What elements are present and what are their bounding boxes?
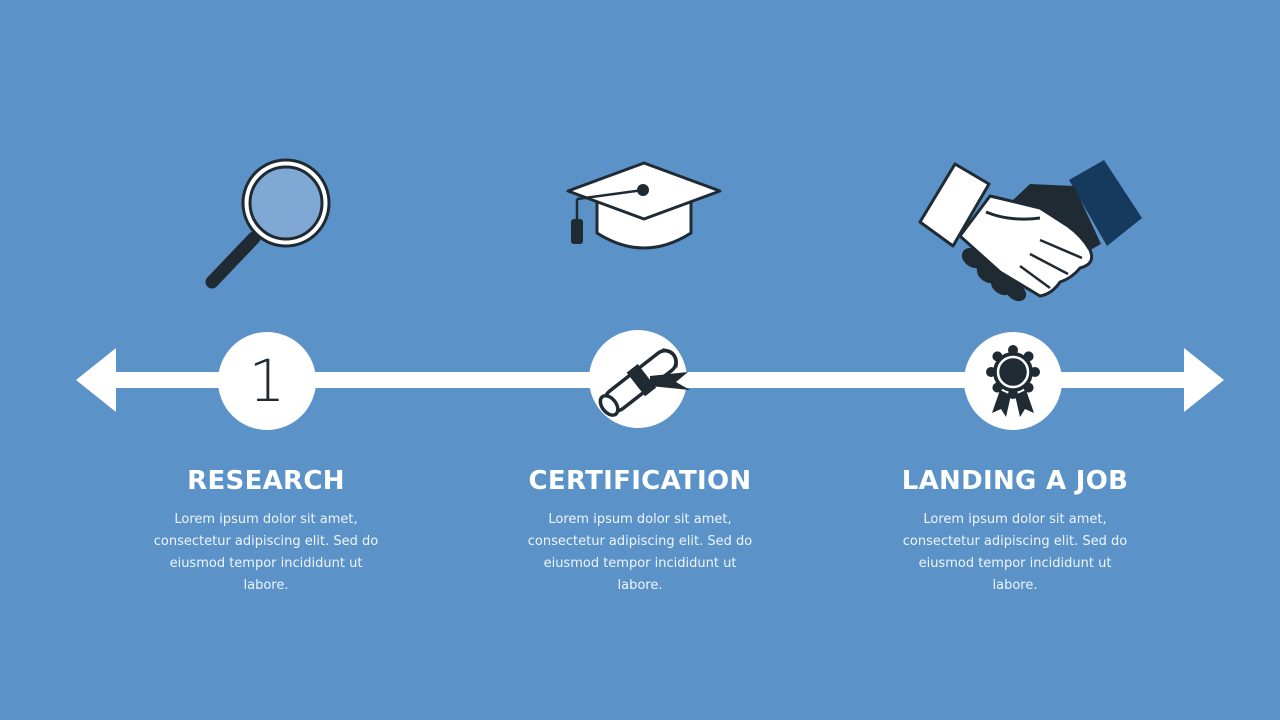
handshake-icon — [918, 160, 1142, 302]
right-arrowhead-icon — [1184, 348, 1224, 412]
timeline-node-1 — [218, 332, 316, 430]
step-1-description: Lorem ipsum dolor sit amet, consectetur … — [153, 512, 379, 593]
award-ribbon-icon — [986, 345, 1040, 417]
magnifying-glass-icon — [205, 158, 331, 289]
step-3-title: LANDING A JOB — [901, 466, 1129, 496]
step-2-title: CERTIFICATION — [528, 466, 752, 496]
graduation-cap-icon — [566, 161, 722, 250]
diploma-scroll-icon — [598, 348, 690, 417]
step-1-number: 1 — [248, 347, 286, 415]
step-3-description: Lorem ipsum dolor sit amet, consectetur … — [902, 512, 1128, 593]
left-arrowhead-icon — [76, 348, 116, 412]
step-2-description: Lorem ipsum dolor sit amet, consectetur … — [527, 512, 753, 593]
step-1-title: RESEARCH — [187, 466, 345, 496]
